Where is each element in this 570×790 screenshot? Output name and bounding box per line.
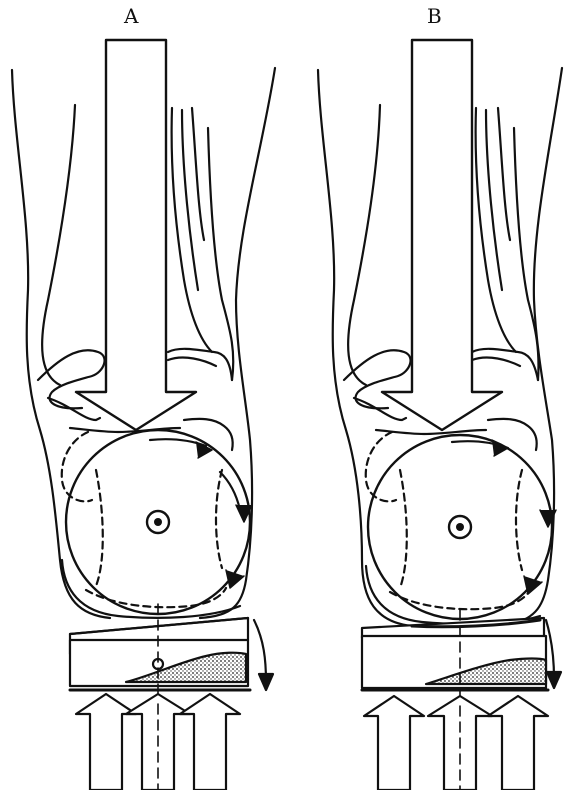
panel-a	[12, 40, 275, 790]
joint-line-right-1	[168, 349, 232, 380]
fibula-line-4-b	[498, 108, 510, 240]
fibula-line-4	[192, 108, 204, 240]
leg-outline-right	[200, 68, 275, 618]
panel-b	[318, 40, 562, 790]
joint-line-right-1-b	[472, 349, 538, 380]
load-arrow-b	[382, 40, 502, 430]
tilt-arrow-head	[259, 674, 273, 690]
heel-pad-b	[366, 566, 540, 624]
tibia-line-inner-b	[348, 105, 380, 385]
fibula-line-1	[172, 108, 212, 352]
calcaneus-dashed-right-b	[516, 470, 522, 570]
calcaneus-dashed-mid	[96, 470, 103, 586]
calcaneus-dashed-right	[216, 470, 222, 568]
fibula-line-3	[208, 128, 233, 380]
support-right-b	[488, 696, 548, 790]
center-ring-inner	[154, 518, 162, 526]
leg-outline-left	[12, 70, 110, 618]
support-right	[180, 694, 240, 790]
fibula-line-2	[182, 110, 198, 290]
calcaneus-dashed-left	[62, 432, 92, 501]
heel-pad	[62, 560, 240, 618]
tilt-arrow-head-b	[547, 672, 561, 688]
support-left-b	[364, 696, 424, 790]
joint-line-right-2-b	[472, 358, 520, 366]
joint-line-right-2	[168, 358, 216, 366]
calcaneus-dashed-mid-b	[400, 470, 407, 588]
center-ring-inner-b	[456, 523, 464, 531]
panel-label-b: B	[427, 4, 442, 28]
tibia-line-inner	[42, 105, 75, 385]
fibula-line-1-b	[476, 108, 516, 352]
inner-arc-right	[220, 472, 240, 510]
support-left	[76, 694, 136, 790]
calcaneus-dashed-bottom-b	[390, 590, 530, 609]
tilt-arrow-line	[254, 620, 266, 682]
tilt-arrow-line-b	[546, 620, 554, 678]
leg-outline-left-b	[318, 70, 412, 626]
panel-label-a: A	[124, 4, 138, 28]
circle-arrow-bottom-b	[524, 576, 542, 594]
